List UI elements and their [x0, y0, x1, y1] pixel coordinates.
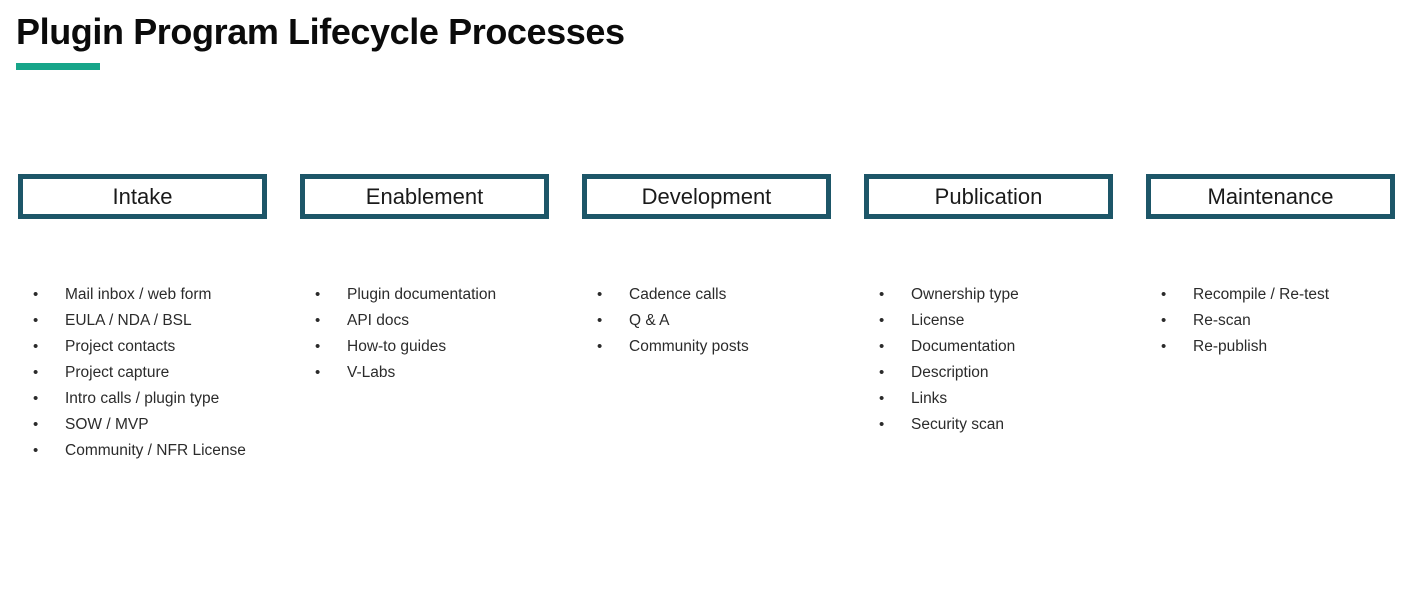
phase-item-label: Links: [911, 390, 948, 407]
bullet-icon: •: [879, 364, 885, 381]
phase-header-label: Development: [641, 183, 772, 209]
phase-item-label: License: [911, 312, 965, 329]
list-item: • Re-publish: [1161, 334, 1395, 360]
bullet-icon: •: [33, 364, 39, 381]
phase-header-label: Intake: [112, 183, 173, 209]
bullet-icon: •: [597, 338, 603, 355]
phase-column: Publication • Ownership type • License • Docum…: [864, 174, 1113, 438]
phase-header-box-enablement[interactable]: Enablement: [300, 174, 549, 219]
bullet-icon: •: [597, 286, 603, 303]
phase-item-label: SOW / MVP: [65, 416, 149, 433]
phase-header-box-maintenance[interactable]: Maintenance: [1146, 174, 1395, 219]
bullet-icon: •: [315, 312, 321, 329]
phase-item-label: Project contacts: [65, 338, 176, 355]
phase-item-label: Project capture: [65, 364, 170, 381]
bullet-icon: •: [315, 286, 321, 303]
phase-item-label: V-Labs: [347, 364, 396, 381]
bullet-icon: •: [879, 390, 885, 407]
bullet-icon: •: [33, 312, 39, 329]
phase-item-label: Intro calls / plugin type: [65, 390, 220, 407]
bullet-icon: •: [33, 390, 39, 407]
phase-item-label: Ownership type: [911, 286, 1019, 303]
list-item: • Links: [879, 386, 1113, 412]
list-item: • Intro calls / plugin type: [33, 386, 267, 412]
bullet-icon: •: [33, 416, 39, 433]
bullet-icon: •: [1161, 312, 1167, 329]
phase-item-list: •Mail inbox / web form•EULA / NDA / BSL•…: [18, 282, 267, 464]
list-item: • Ownership type: [879, 282, 1113, 308]
list-item: • Re-scan: [1161, 308, 1395, 334]
phase-item-label: Cadence calls: [629, 286, 727, 303]
phase-column: Enablement • Plugin documentation • API docs…: [300, 174, 549, 386]
phase-item-list: • Recompile / Re-test • Re-scan • Re-publish: [1146, 282, 1395, 360]
phase-item-label: EULA / NDA / BSL: [65, 312, 192, 329]
phase-header-box-intake[interactable]: Intake: [18, 174, 267, 219]
list-item: • Plugin documentation: [315, 282, 549, 308]
phase-item-label: API docs: [347, 312, 410, 329]
phase-item-list: • Plugin documentation • API docs • How-to gu…: [300, 282, 549, 386]
phase-item-label: Re-scan: [1193, 312, 1251, 329]
list-item: • Community / NFR License: [33, 438, 267, 464]
phase-item-label: How-to guides: [347, 338, 447, 355]
list-item: • SOW / MVP: [33, 412, 267, 438]
phase-item-label: Community / NFR License: [65, 442, 246, 459]
bullet-icon: •: [879, 286, 885, 303]
bullet-icon: •: [315, 364, 321, 381]
phase-item-label: Re-publish: [1193, 338, 1268, 355]
list-item: • Recompile / Re-test: [1161, 282, 1395, 308]
list-item: • License: [879, 308, 1113, 334]
bullet-icon: •: [315, 338, 321, 355]
bullet-icon: •: [879, 312, 885, 329]
phase-item-list: • Ownership type • License • Documentation • De…: [864, 282, 1113, 438]
bullet-icon: •: [33, 286, 39, 303]
list-item: • Documentation: [879, 334, 1113, 360]
bullet-icon: •: [879, 338, 885, 355]
list-item: • Q & A: [597, 308, 831, 334]
list-item: • Mail inbox / web form: [33, 282, 267, 308]
phase-column: Development • Cadence calls • Q & A • Communit…: [582, 174, 831, 360]
bullet-icon: •: [879, 416, 885, 433]
list-item: • How-to guides: [315, 334, 549, 360]
list-item: • Description: [879, 360, 1113, 386]
bullet-icon: •: [1161, 286, 1167, 303]
phase-item-label: Mail inbox / web form: [65, 286, 212, 303]
phase-item-label: Security scan: [911, 416, 1005, 433]
list-item: • API docs: [315, 308, 549, 334]
list-item: • Cadence calls: [597, 282, 831, 308]
list-item: • EULA / NDA / BSL: [33, 308, 267, 334]
phase-header-label: Maintenance: [1207, 183, 1334, 209]
list-item: • Community posts: [597, 334, 831, 360]
list-item: • Project contacts: [33, 334, 267, 360]
title-accent-bar: [16, 63, 100, 70]
list-item: • V-Labs: [315, 360, 549, 386]
phase-header-label: Enablement: [365, 183, 484, 209]
phase-item-label: Plugin documentation: [347, 286, 497, 303]
lifecycle-phase-grid: Intake • Mail inbox / web form • EULA / NDA …: [18, 174, 1411, 464]
phase-column: Maintenance•Recompile / Re-test•Re-scan•…: [1146, 174, 1395, 360]
phase-item-list: • Cadence calls • Q & A • Community posts: [582, 282, 831, 360]
phase-header-box-development[interactable]: Development: [582, 174, 831, 219]
phase-item-label: Q & A: [629, 312, 670, 329]
phase-item-label: Community posts: [629, 338, 749, 355]
list-item: • Security scan: [879, 412, 1113, 438]
bullet-icon: •: [597, 312, 603, 329]
bullet-icon: •: [33, 338, 39, 355]
bullet-icon: •: [33, 442, 39, 459]
phase-item-label: Description: [911, 364, 989, 381]
slide-header: Plugin Program Lifecycle Processes: [16, 10, 1406, 70]
page-title: Plugin Program Lifecycle Processes: [16, 11, 625, 52]
phase-header-label: Publication: [934, 183, 1043, 209]
list-item: • Project capture: [33, 360, 267, 386]
phase-column: Intake • Mail inbox / web form • EULA / NDA …: [18, 174, 267, 464]
bullet-icon: •: [1161, 338, 1167, 355]
phase-header-box-publication[interactable]: Publication: [864, 174, 1113, 219]
phase-item-label: Recompile / Re-test: [1193, 286, 1330, 303]
phase-item-label: Documentation: [911, 338, 1016, 355]
